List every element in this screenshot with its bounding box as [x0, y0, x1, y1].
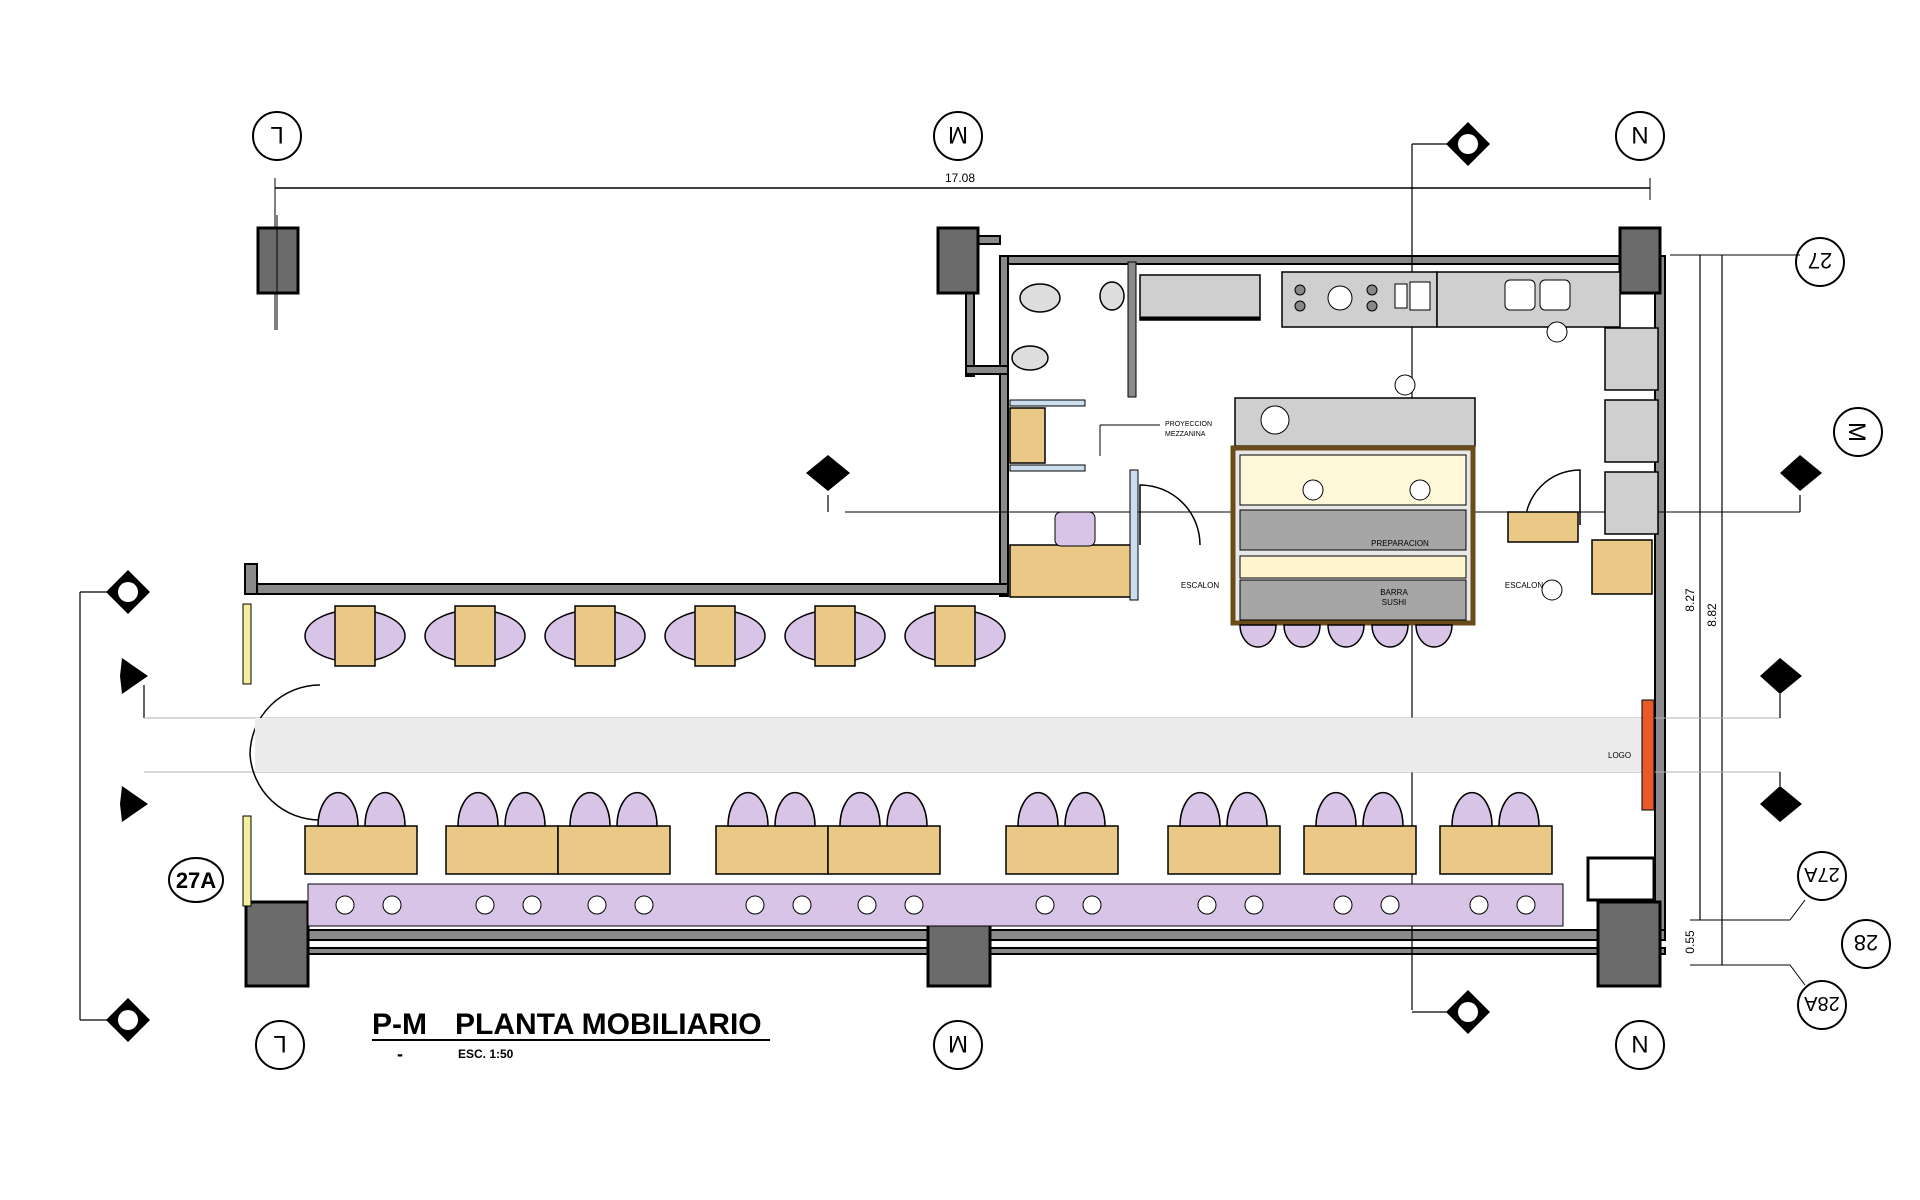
svg-text:27: 27 — [1808, 248, 1832, 273]
title-scale: ESC. 1:50 — [458, 1047, 514, 1061]
svg-text:MEZZANINA: MEZZANINA — [1165, 431, 1206, 438]
grid-axis-top-N: N — [1615, 111, 1665, 161]
svg-text:ESCALON: ESCALON — [1505, 581, 1543, 590]
svg-text:28: 28 — [1854, 930, 1878, 955]
svg-text:28A: 28A — [1804, 992, 1840, 1014]
dimension-0-55: 0.55 — [1683, 930, 1697, 954]
bar-labels: PREPARACION BARRA SUSHI ESCALON ESCALON — [1181, 539, 1543, 607]
corridor — [255, 718, 1650, 772]
grid-axis-right-M: M — [1833, 407, 1883, 457]
svg-text:PREPARACION: PREPARACION — [1371, 539, 1429, 548]
grid-axis-top-M: M — [933, 111, 983, 161]
svg-text:SUSHI: SUSHI — [1382, 598, 1406, 607]
service-corner — [1586, 856, 1656, 902]
grid-axis-right-27A: 27A — [1797, 851, 1847, 901]
doors — [249, 469, 1581, 821]
svg-text:PROYECCION: PROYECCION — [1165, 421, 1212, 428]
section-mark-right-3 — [1760, 772, 1802, 822]
title-block: P-M PLANTA MOBILIARIO - ESC. 1:50 — [372, 1008, 770, 1064]
bench — [307, 883, 1564, 927]
right-dimensions: 8.27 8.82 0.55 — [1670, 254, 1806, 986]
section-mark-left-mid — [806, 455, 850, 512]
svg-text:M: M — [948, 1030, 968, 1057]
svg-text:27A: 27A — [1804, 863, 1840, 885]
section-mark-right-2 — [1760, 658, 1802, 718]
column-M-top — [936, 226, 980, 295]
office — [1009, 469, 1139, 601]
grid-axis-right-28A: 28A — [1797, 980, 1847, 1030]
entry-frame-top — [242, 603, 252, 685]
overall-dimension: 17.08 — [274, 171, 1651, 330]
column-L-top — [256, 226, 300, 295]
grid-tag-27A: 27A — [168, 857, 224, 903]
section-mark-left-4 — [80, 998, 150, 1042]
title-sub: - — [397, 1044, 403, 1064]
svg-text:L: L — [270, 121, 283, 148]
diner-figures — [335, 895, 1536, 915]
svg-text:L: L — [273, 1030, 286, 1057]
sushi-bar — [1230, 397, 1476, 626]
dimension-8-27: 8.27 — [1683, 588, 1697, 612]
upper-seating-row — [304, 605, 1006, 667]
grid-axis-bottom-L: L — [255, 1020, 305, 1070]
svg-text:BARRA: BARRA — [1380, 588, 1408, 597]
dimension-8-82: 8.82 — [1705, 603, 1719, 627]
title-name: PLANTA MOBILIARIO — [455, 1008, 762, 1041]
entry-frame-bottom — [242, 815, 252, 907]
svg-text:M: M — [948, 121, 968, 148]
logo-panel: LOGO — [1608, 699, 1655, 811]
column-L-bottom — [244, 900, 310, 988]
section-mark-bottom — [1412, 990, 1490, 1034]
kitchen-line — [1281, 271, 1659, 595]
grid-axis-bottom-N: N — [1615, 1020, 1665, 1070]
column-N-bottom — [1596, 900, 1662, 988]
grid-axis-right-27: 27 — [1795, 237, 1845, 287]
svg-text:M: M — [1843, 422, 1870, 442]
title-code: P-M — [372, 1008, 427, 1041]
section-mark-left-1 — [79, 570, 150, 1020]
svg-text:N: N — [1631, 121, 1648, 148]
grid-axis-bottom-M: M — [933, 1020, 983, 1070]
grid-axis-right-28: 28 — [1841, 919, 1891, 969]
overall-dimension-label: 17.08 — [945, 171, 975, 185]
section-mark-left-2 — [120, 658, 1780, 719]
svg-text:ESCALON: ESCALON — [1181, 581, 1219, 590]
column-N-top — [1618, 226, 1662, 295]
projection-label: PROYECCION MEZZANINA — [1165, 421, 1212, 438]
svg-text:N: N — [1631, 1030, 1648, 1057]
lower-chairs — [317, 791, 1540, 827]
bathroom — [1009, 261, 1261, 472]
grid-axis-top-L: L — [252, 111, 302, 161]
lower-tables — [304, 825, 1553, 875]
bar-stools — [1239, 624, 1453, 648]
chef-figures — [1302, 321, 1568, 601]
svg-text:LOGO: LOGO — [1608, 751, 1631, 760]
svg-text:27A: 27A — [176, 868, 216, 893]
